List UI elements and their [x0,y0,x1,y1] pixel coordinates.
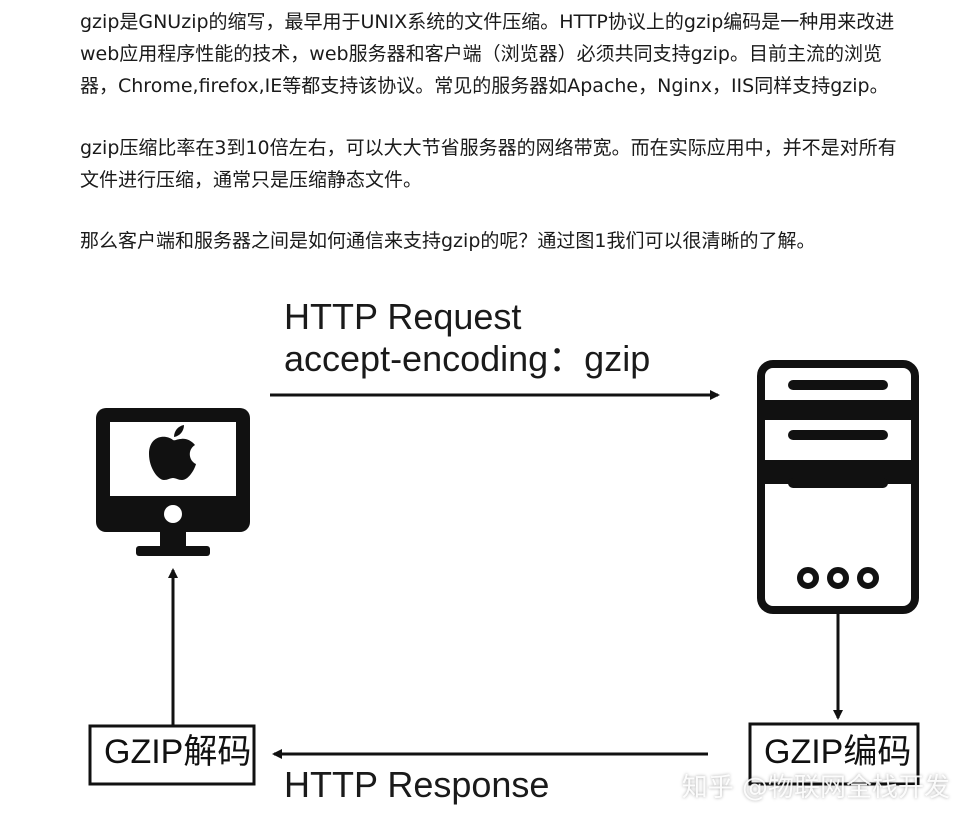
encode-box-label: GZIP编码 [764,733,912,771]
zhihu-watermark: 知乎 @物联网全栈开发 [681,773,950,803]
text-line: 器，Chrome,firefox,IE等都支持该协议。常见的服务器如Apache… [80,75,889,97]
paragraph-compression-ratio: gzip压缩比率在3到10倍左右，可以大大节省服务器的网络带宽。而在实际应用中，… [80,132,950,196]
text-line: gzip是GNUzip的缩写，最早用于UNIX系统的文件压缩。HTTP协议上的g… [80,11,895,33]
request-header: accept-encoding：gzip [284,338,651,379]
decode-box-label: GZIP解码 [104,733,252,771]
request-title: HTTP Request [284,296,522,337]
text-line: 文件进行压缩，通常只是压缩静态文件。 [80,169,423,191]
paragraph-diagram-intro: 那么客户端和服务器之间是如何通信来支持gzip的呢？通过图1我们可以很清晰的了解… [80,225,950,257]
text-line: gzip压缩比率在3到10倍左右，可以大大节省服务器的网络带宽。而在实际应用中，… [80,137,897,159]
gzip-flow-diagram: HTTP Request accept-encoding：gzip HTTP R… [0,270,976,824]
diagram-graphics [88,360,920,786]
text-line: 那么客户端和服务器之间是如何通信来支持gzip的呢？通过图1我们可以很清晰的了解… [80,230,816,252]
decode-box [88,724,256,786]
text-line: web应用程序性能的技术，web服务器和客户端（浏览器）必须共同支持gzip。目… [80,43,882,65]
apple-monitor-icon [96,408,250,556]
encode-box [748,722,920,786]
paragraph-gzip-intro: gzip是GNUzip的缩写，最早用于UNIX系统的文件压缩。HTTP协议上的g… [80,6,950,102]
server-tower-icon [757,360,919,614]
response-title: HTTP Response [284,764,550,805]
